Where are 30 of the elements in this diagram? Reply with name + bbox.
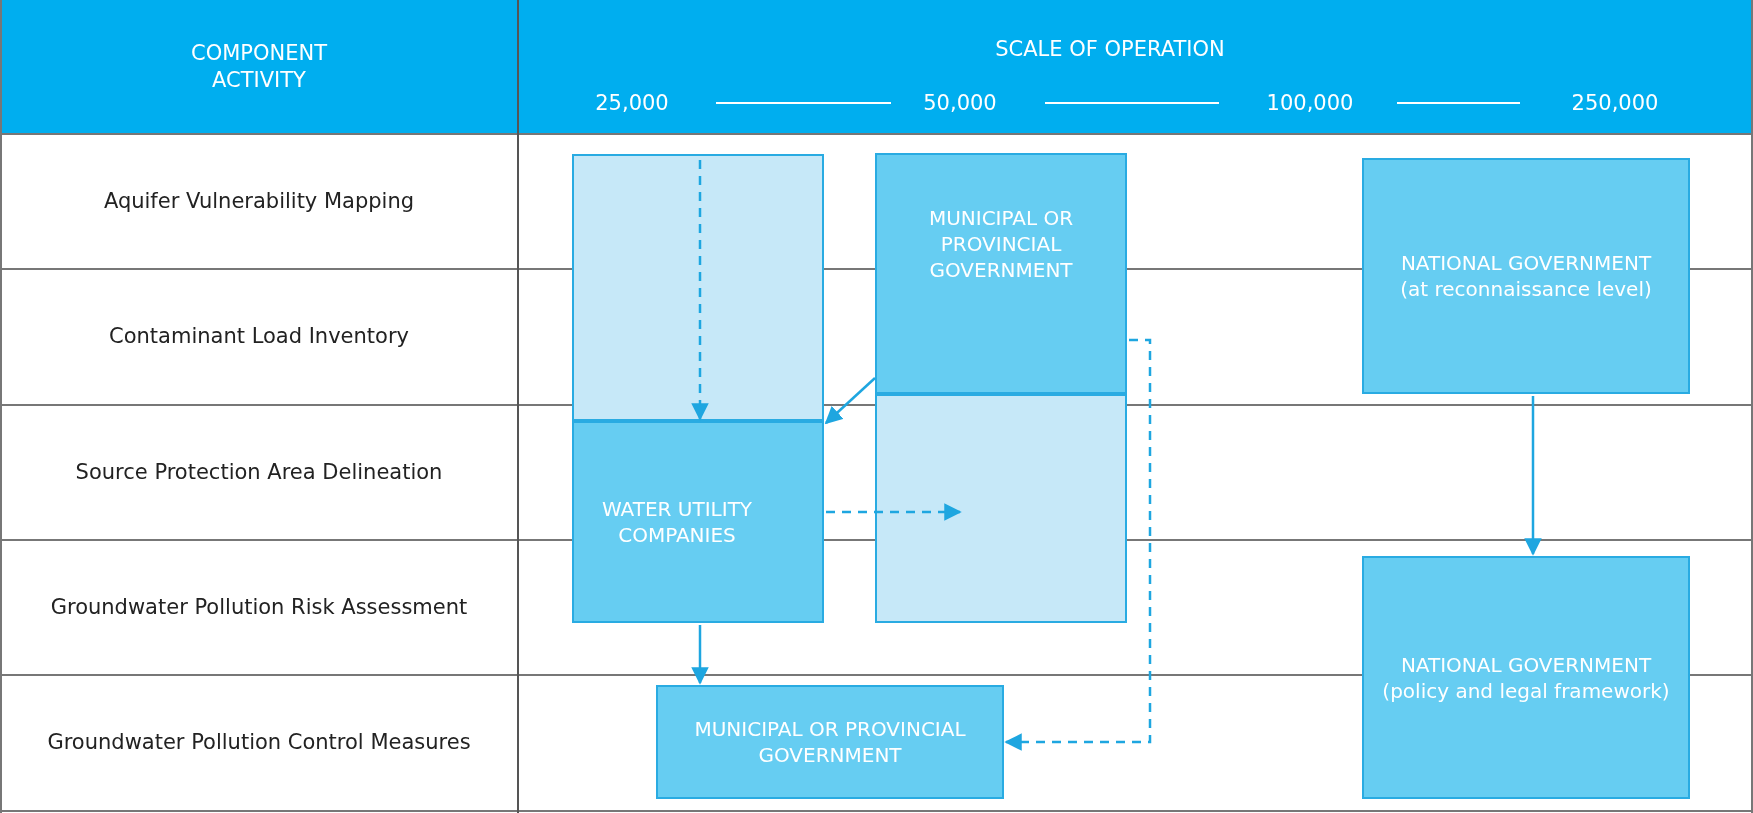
row-label: Groundwater Pollution Control Measures <box>46 729 472 757</box>
role-box <box>1362 556 1690 799</box>
scale-value: 25,000 <box>594 90 670 118</box>
role-box <box>656 685 1004 799</box>
row-label: Groundwater Pollution Risk Assessment <box>49 594 469 622</box>
column-header: COMPONENT ACTIVITY <box>190 39 328 94</box>
role-box <box>572 421 824 623</box>
role-box <box>1362 158 1690 394</box>
box-label: WATER UTILITY COMPANIES <box>600 496 754 548</box>
box-label: MUNICIPAL OR PROVINCIAL GOVERNMENT <box>927 205 1075 283</box>
arrow <box>1524 396 1542 556</box>
scale-value: 250,000 <box>1570 90 1660 118</box>
arrow <box>691 625 709 685</box>
dashed-arrow <box>826 503 962 521</box>
column-header: SCALE OF OPERATION <box>994 36 1226 64</box>
box-label: (policy and legal framework) <box>1382 677 1670 704</box>
box-label: MUNICIPAL OR PROVINCIAL GOVERNMENT <box>693 716 967 768</box>
dashed-arrow <box>691 160 709 421</box>
scale-value: 100,000 <box>1265 90 1355 118</box>
row-label: Aquifer Vulnerability Mapping <box>102 188 416 216</box>
arrow <box>824 377 876 425</box>
row-label: Source Protection Area Delineation <box>74 459 444 487</box>
empty-box <box>875 394 1127 623</box>
box-label: NATIONAL GOVERNMENT <box>1400 651 1652 678</box>
role-box <box>875 153 1127 394</box>
box-label: NATIONAL GOVERNMENT <box>1400 250 1652 276</box>
box-label: (at reconnaissance level) <box>1400 276 1652 302</box>
dashed-arrow <box>1004 338 1152 751</box>
scale-value: 50,000 <box>922 90 998 118</box>
row-label: Contaminant Load Inventory <box>108 323 410 351</box>
